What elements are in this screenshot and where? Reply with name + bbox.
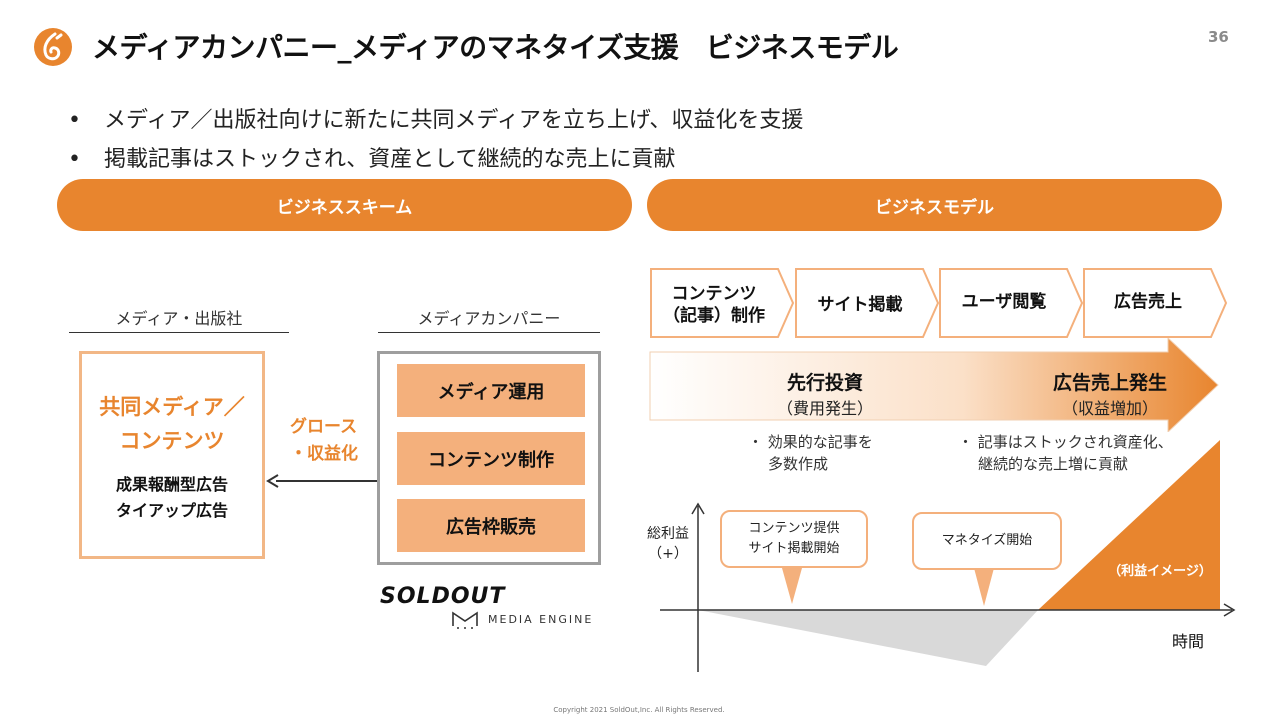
column-label-media: メディア・出版社 [115,309,243,328]
growth-label: グロース ・収益化 [290,417,358,464]
ad-type: タイアップ広告 [115,501,228,520]
phase-invest: 先行投資 （費用発生） [776,372,873,418]
service-ad-sales: 広告枠販売 [397,499,585,552]
step-user-viewing: ユーザ閲覧 [961,292,1047,312]
callout-monetize-start: マネタイズ開始 [912,512,1062,570]
brand-logo-icon [34,28,72,66]
phase-arrow [649,338,1219,432]
copyright: Copyright 2021 SoldOut,Inc. All Rights R… [553,706,725,714]
bullet-item: •掲載記事はストックされ、資産として継続的な売上に貢献 [68,147,676,172]
joint-media-box: 共同メディア／ コンテンツ 成果報酬型広告 タイアップ広告 [79,351,265,559]
process-chevrons [650,268,1228,338]
page-title: メディアカンパニー_メディアのマネタイズ支援 ビジネスモデル [92,31,899,64]
soldout-logo: SOLDOUT [380,584,506,609]
profit-chart [660,440,1236,672]
section-header-scheme: ビジネススキーム [57,179,632,231]
arrow-left-icon [266,474,378,488]
column-label-company: メディアカンパニー [417,309,561,328]
step-ad-revenue: 広告売上 [1114,292,1182,312]
phase-revenue: 広告売上発生 （収益増加） [1052,372,1167,418]
step-site-posting: サイト掲載 [817,295,903,315]
joint-media-line: 共同メディア／ [99,395,245,419]
section-header-model: ビジネスモデル [647,179,1222,231]
callout-content-start: コンテンツ提供 サイト掲載開始 [720,510,868,568]
note-revenue: ・ 記事はストックされ資産化、 継続的な売上増に貢献 [958,433,1173,473]
ad-type: 成果報酬型広告 [115,475,228,494]
media-engine-icon [452,611,478,629]
divider [378,332,600,333]
service-content-production: コンテンツ制作 [397,432,585,485]
service-media-operation: メディア運用 [397,364,585,417]
joint-media-line: コンテンツ [119,429,225,453]
media-engine-logo: MEDIA ENGINE [488,613,594,626]
y-axis-label: 総利益 （+） [647,526,689,562]
company-services-box: メディア運用 コンテンツ制作 広告枠販売 [377,351,601,565]
profit-image-label: （利益イメージ） [1108,564,1212,579]
step-content-production: コンテンツ （記事）制作 [663,284,765,326]
divider [69,332,289,333]
note-invest: ・ 効果的な記事を 多数作成 [748,433,873,473]
bullet-item: •メディア／出版社向けに新たに共同メディアを立ち上げ、収益化を支援 [68,108,804,133]
page-number: 36 [1208,28,1229,46]
x-axis-label: 時間 [1172,632,1205,651]
